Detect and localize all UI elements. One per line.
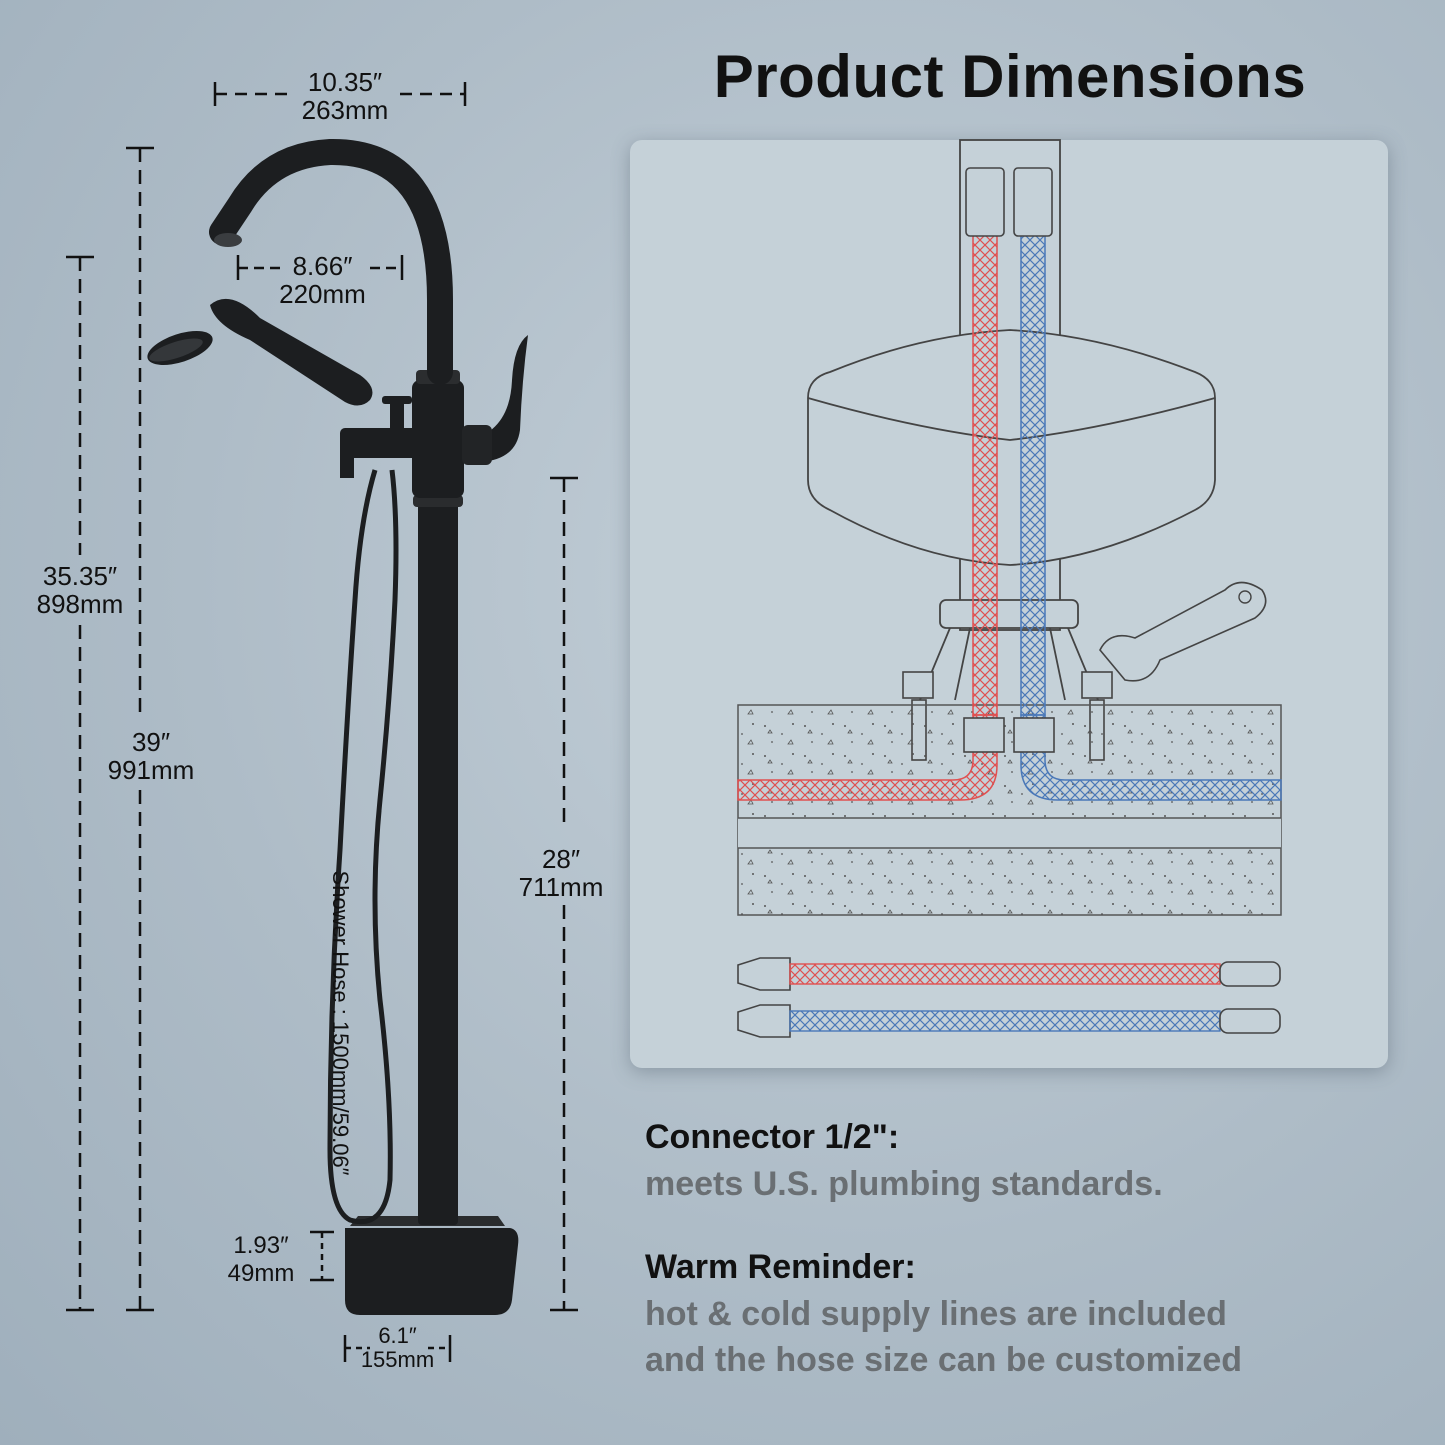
dimension-lines [66,82,578,1362]
total-height-in: 39″ [131,727,171,757]
spout-inner-mm: 220mm [279,279,366,309]
hose-height-in: 28″ [541,844,581,874]
hose-height-mm: 711mm [518,872,604,902]
base-width-mm: 155mm [360,1347,435,1372]
total-height-mm: 991mm [107,755,195,785]
height-spout-in: 35.35″ [42,561,118,591]
spout-reach-in: 10.35″ [307,67,383,97]
base-width-label: 6.1″ 155mm [340,1324,455,1372]
reminder-line-2: and the hose size can be customized [645,1341,1243,1379]
spout-inner-in: 8.66″ [292,251,353,281]
base-width-in: 6.1″ [378,1323,417,1348]
spout-reach-label: 10.35″ 263mm [290,68,400,124]
base-height-mm: 49mm [227,1260,295,1287]
spout-inner-label: 8.66″ 220mm [265,252,380,308]
base-height-in: 1.93″ [233,1232,289,1259]
height-spout-mm: 898mm [36,589,124,619]
reminder-line-1: hot & cold supply lines are included [645,1295,1227,1333]
connector-text: meets U.S. plumbing standards. [645,1165,1163,1203]
installation-diagram [737,139,1282,1038]
height-spout-label: 35.35″ 898mm [24,562,136,618]
base-height-label: 1.93″ 49mm [205,1232,317,1288]
page-title: Product Dimensions [713,43,1307,110]
hose-height-label: 28″ 711mm [505,845,617,901]
connector-heading: Connector 1/2": [645,1118,900,1156]
spout-reach-mm: 263mm [301,95,389,125]
reminder-heading: Warm Reminder: [645,1248,916,1286]
total-height-label: 39″ 991mm [95,728,207,784]
shower-hose-label: Shower Hose : 1500mm/59.06″ [328,870,353,1176]
faucet-illustration [147,138,528,1315]
